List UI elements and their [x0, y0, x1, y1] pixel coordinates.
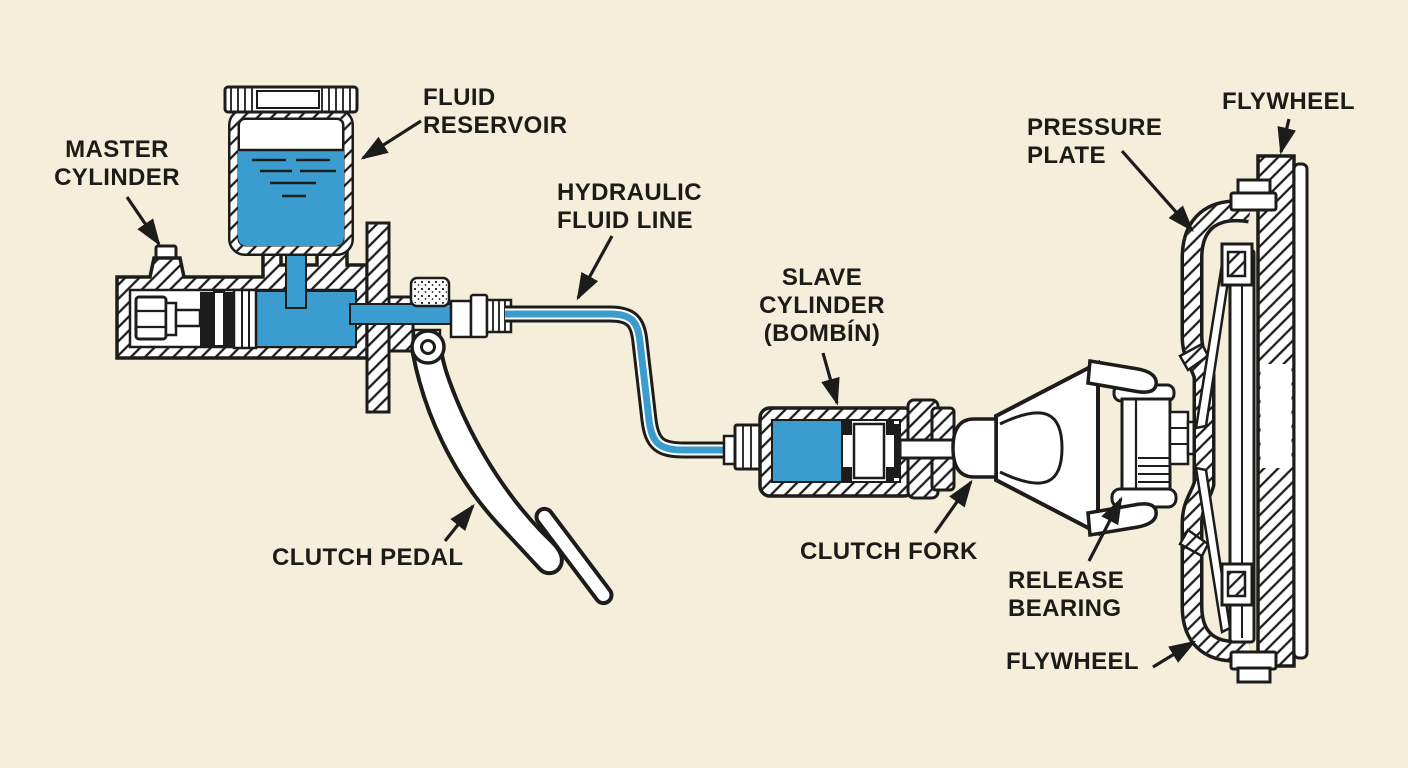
label-line: PRESSURE [1027, 114, 1163, 141]
label-release-bearing: RELEASE BEARING [1008, 567, 1124, 623]
pedal-pad [534, 506, 614, 606]
leader-fluid-reservoir [360, 119, 422, 160]
label-fluid-reservoir: FLUID RESERVOIR [423, 84, 568, 140]
label-line: HYDRAULIC [557, 179, 702, 206]
label-clutch-pedal: CLUTCH PEDAL [272, 544, 463, 572]
label-master-cylinder: MASTER CYLINDER [37, 136, 197, 192]
label-slave-cylinder: SLAVE CYLINDER (BOMBÍN) [742, 264, 902, 348]
label-line: (BOMBÍN) [763, 320, 881, 347]
flywheel-bolts [1229, 178, 1278, 684]
label-line: CLUTCH PEDAL [272, 544, 464, 571]
pedal-arm [410, 346, 564, 576]
clutch-fork-drawing [951, 358, 1158, 538]
label-line: MASTER [65, 136, 169, 163]
label-line: RELEASE [1008, 567, 1125, 594]
clutch-pedal-drawing [410, 328, 614, 606]
fork-pushrod-cup [951, 417, 998, 479]
leader-flywheel-top [1277, 118, 1297, 155]
label-line: FLUID LINE [557, 207, 693, 234]
label-line: PLATE [1027, 142, 1106, 169]
leader-arrows [125, 118, 1297, 669]
label-pressure-plate: PRESSURE PLATE [1027, 114, 1162, 170]
leader-clutch-pedal [443, 503, 475, 542]
label-line: CLUTCH FORK [800, 538, 978, 565]
reservoir-cap [223, 85, 359, 114]
label-line: FLUID [423, 84, 496, 111]
hydraulic-fluid-line-drawing [505, 305, 726, 459]
leader-hydraulic-fluid-line [576, 235, 614, 301]
label-flywheel-bottom: FLYWHEEL [1006, 648, 1139, 676]
slave-cylinder-drawing [722, 398, 990, 500]
leader-clutch-fork [933, 479, 973, 534]
line-fitting-slave [733, 423, 763, 471]
leader-master-cylinder [125, 196, 161, 247]
reservoir-fluid [238, 150, 344, 246]
clutch-disc-drawing [1220, 242, 1256, 644]
label-hydraulic-fluid-line: HYDRAULIC FLUID LINE [557, 179, 702, 235]
leader-slave-cylinder [821, 352, 840, 406]
leader-flywheel-bottom [1152, 640, 1197, 669]
label-line: SLAVE [781, 264, 863, 291]
flywheel-drawing [1256, 154, 1309, 668]
label-line: FLYWHEEL [1222, 88, 1355, 115]
label-line: RESERVOIR [423, 112, 568, 139]
label-flywheel-top: FLYWHEEL [1222, 88, 1355, 116]
master-cylinder-piston [134, 288, 258, 350]
leader-release-bearing [1087, 496, 1123, 562]
label-line: CYLINDER [54, 164, 180, 191]
fluid-reservoir-drawing [223, 85, 359, 256]
master-cylinder-drawing [115, 221, 513, 414]
label-line: FLYWHEEL [1006, 648, 1139, 675]
slave-piston [842, 421, 900, 481]
label-line: CYLINDER [759, 292, 885, 319]
label-line: BEARING [1008, 595, 1122, 622]
leader-pressure-plate [1120, 149, 1194, 233]
label-clutch-fork: CLUTCH FORK [800, 538, 978, 566]
